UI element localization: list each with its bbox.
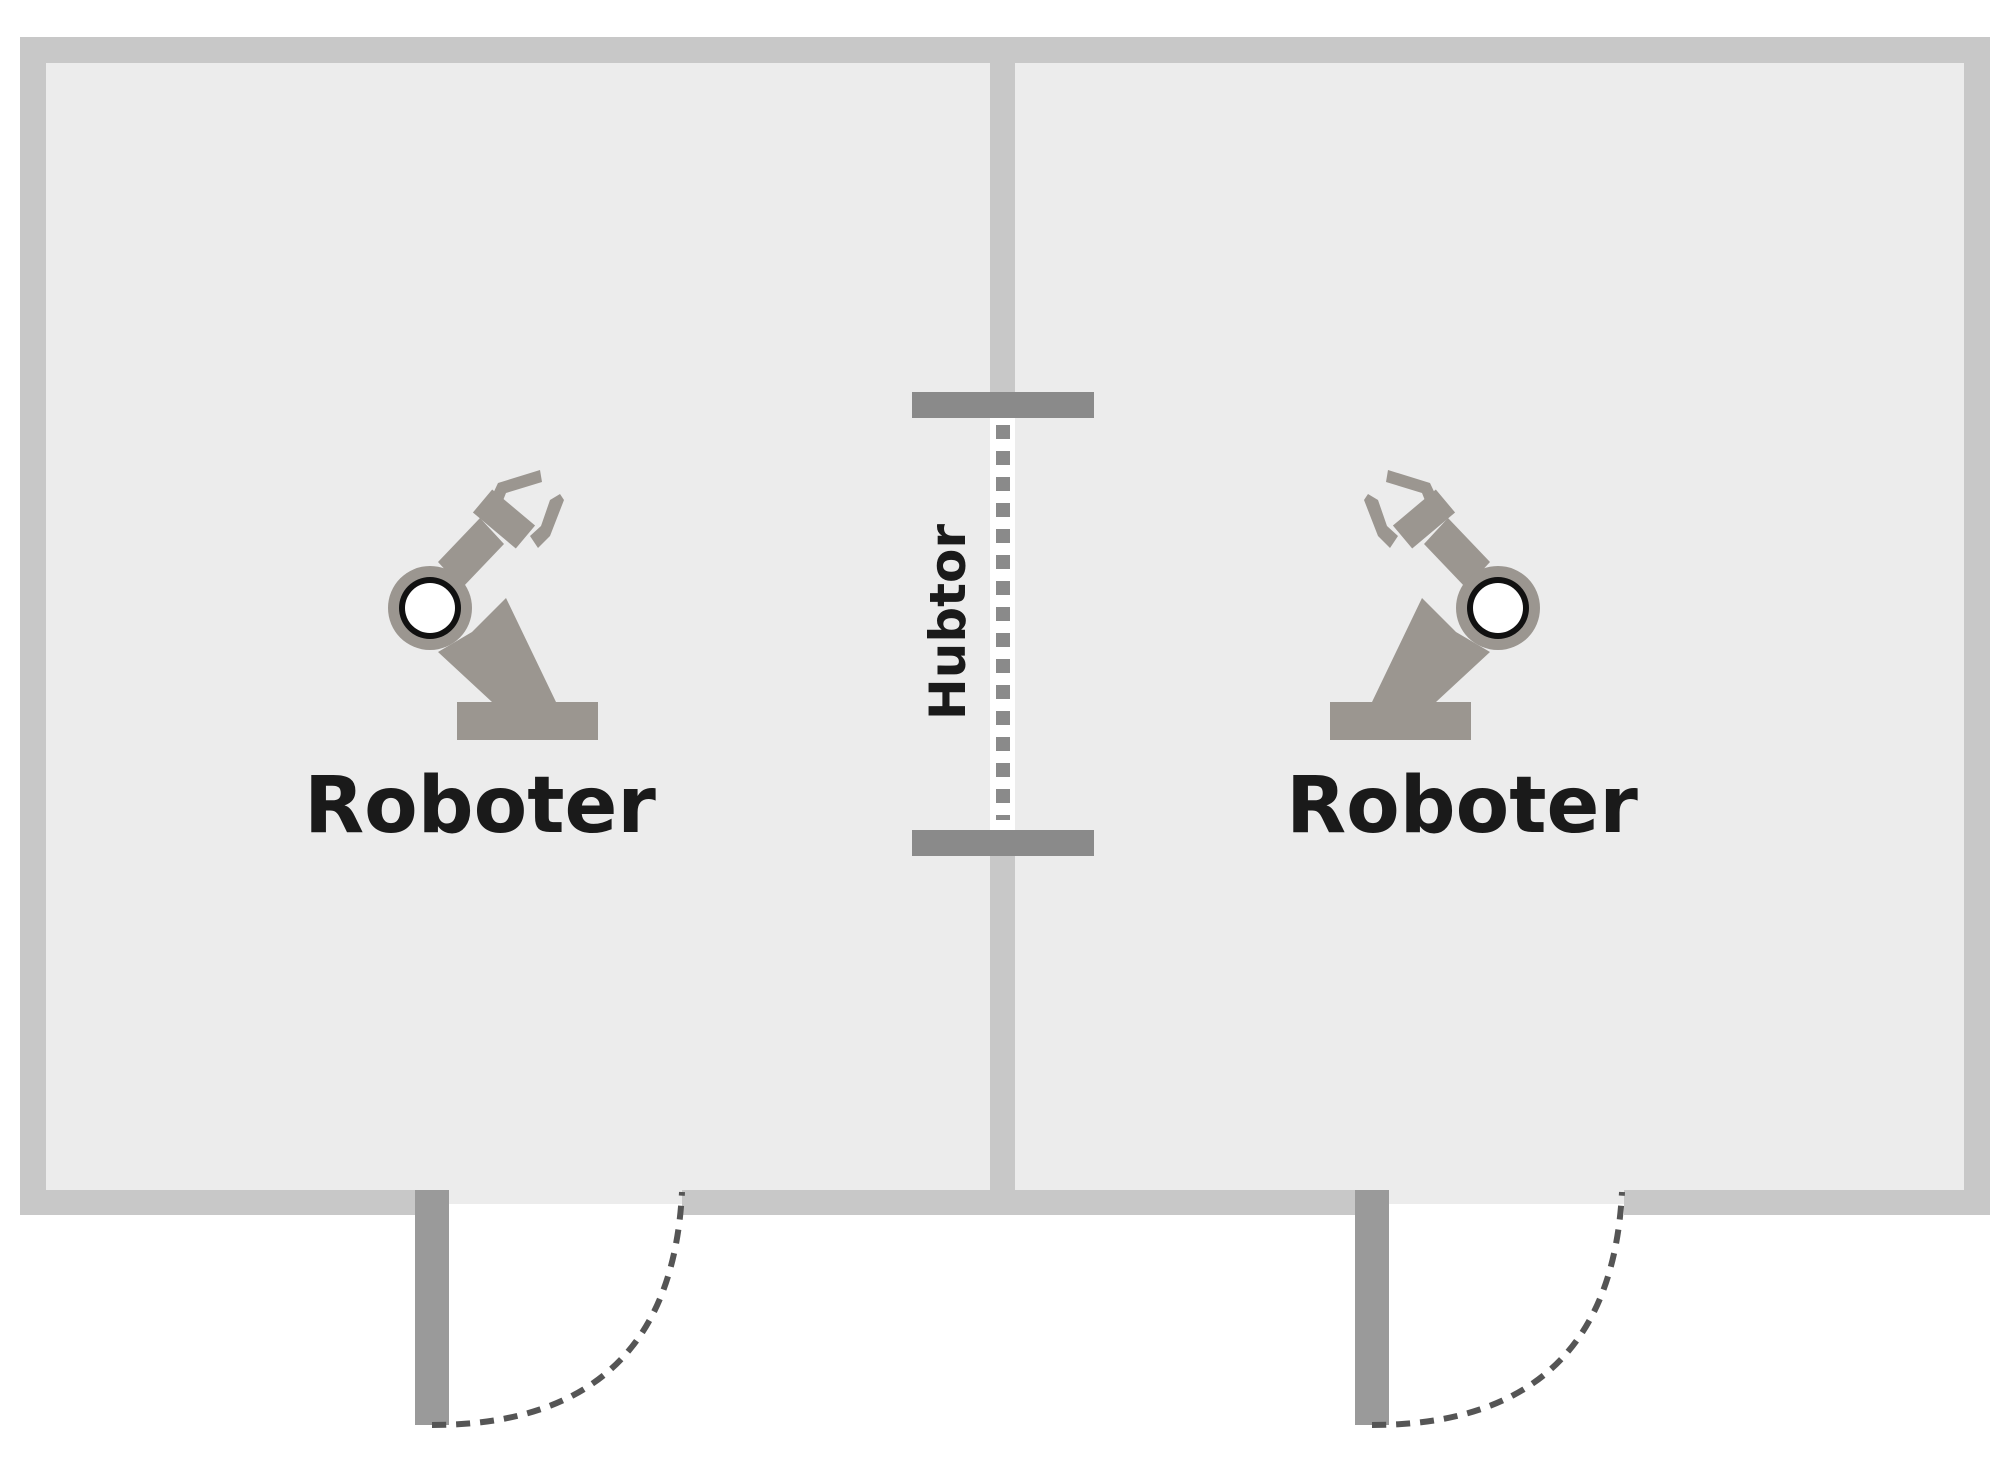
door-right (1355, 1190, 1625, 1428)
robot-left-upper-arm (438, 518, 504, 588)
robot-right-wrist (1392, 489, 1456, 549)
wall-right (1964, 37, 1990, 1215)
robot-right-label: Roboter (1286, 761, 1638, 851)
wall-bottom-left (20, 1190, 415, 1215)
wall-bottom-right (1624, 1190, 1990, 1215)
door-left-panel (415, 1190, 449, 1425)
wall-bottom-middle (682, 1190, 1355, 1215)
robot-left-wrist (472, 489, 536, 549)
robot-left-jaw-upper (490, 470, 542, 508)
robot-left-icon (388, 470, 598, 740)
wall-divider-upper (990, 62, 1015, 402)
lift-gate: Hubtor (912, 392, 1094, 856)
outer-walls (20, 37, 1990, 1215)
robot-right-base (1330, 702, 1471, 740)
gate-label: Hubtor (919, 524, 977, 720)
robot-right-upper-arm (1424, 518, 1490, 588)
robot-left-label: Roboter (304, 761, 656, 851)
door-left (415, 1190, 685, 1428)
wall-left (20, 37, 46, 1215)
door-right-panel (1355, 1190, 1389, 1425)
robot-left-base (457, 702, 598, 740)
door-left-swing-arc (431, 1191, 685, 1428)
gate-post-top (912, 392, 1094, 418)
robot-right-lower-arm (1372, 598, 1490, 702)
gate-post-bottom (912, 830, 1094, 856)
wall-top (20, 37, 1990, 63)
robot-right-icon (1330, 470, 1540, 740)
robot-right-jaw-lower (1364, 494, 1398, 548)
robot-right-jaw-upper (1386, 470, 1438, 508)
door-right-swing-arc (1371, 1191, 1625, 1428)
robot-left-jaw-lower (530, 494, 564, 548)
robot-right-joint (1473, 583, 1523, 633)
robot-left-joint (405, 583, 455, 633)
robot-left-lower-arm (438, 598, 556, 702)
wall-divider-lower (990, 850, 1015, 1192)
